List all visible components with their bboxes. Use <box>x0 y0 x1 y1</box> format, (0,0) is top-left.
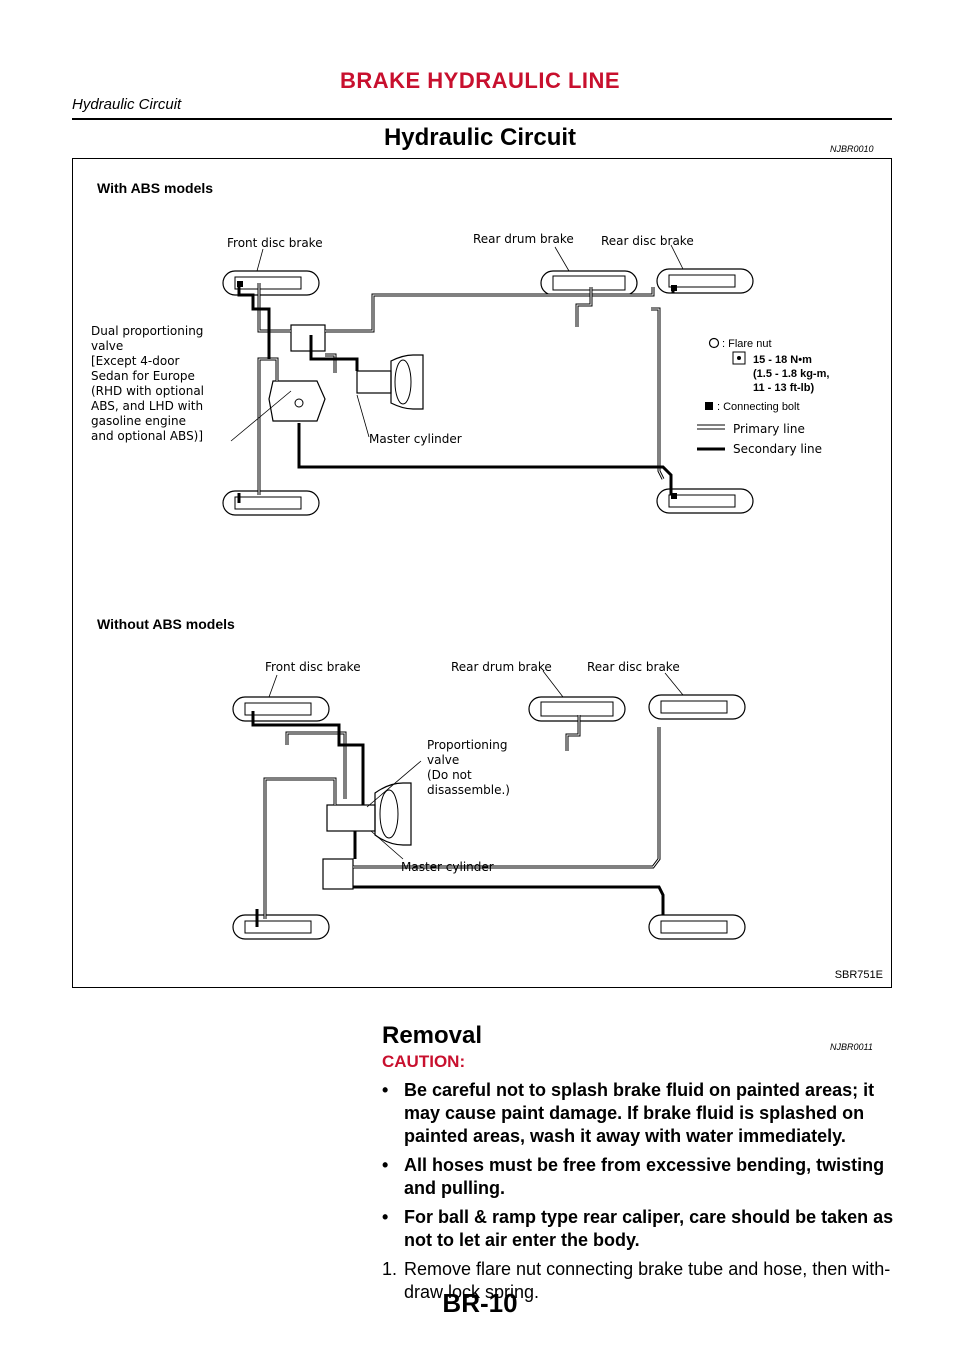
abs-front-right-caliper <box>222 490 320 516</box>
header-subtitle: Hydraulic Circuit <box>72 96 182 113</box>
caution-label: CAUTION: <box>382 1052 466 1071</box>
section-title-removal: Removal <box>382 1022 483 1049</box>
bullet-mark: • <box>382 1155 389 1175</box>
noabs-heading: Without ABS models <box>97 616 235 632</box>
removal-step: 1.Remove flare nut connecting brake tube… <box>382 1259 891 1302</box>
svg-text:disassemble.): disassemble.) <box>427 783 510 797</box>
header-title: BRAKE HYDRAULIC LINE <box>339 68 621 93</box>
section-code-removal: NJBR0011 <box>830 1042 873 1052</box>
noabs-rear-drum <box>528 696 626 722</box>
step-number: 1. <box>382 1259 398 1279</box>
noabs-front-left-caliper <box>232 696 330 722</box>
noabs-front-right-caliper <box>232 914 330 940</box>
svg-text:Dual proportioning: Dual proportioning <box>91 324 203 338</box>
abs-booster <box>390 354 424 410</box>
header-rule <box>72 118 892 120</box>
noabs-rear-disc-bottom <box>648 914 746 940</box>
noabs-valve-label: Proportioning valve (Do not disassemble.… <box>427 738 510 797</box>
legend-secondary-line: Secondary line <box>733 442 822 456</box>
abs-valve-label: Dual proportioning valve [Except 4-door … <box>91 324 204 443</box>
noabs-master-cylinder <box>326 804 376 832</box>
svg-text:(1.5 - 1.8 kg-m,: (1.5 - 1.8 kg-m, <box>753 368 829 380</box>
svg-text:[Except 4-door: [Except 4-door <box>91 354 180 368</box>
bullet-mark: • <box>382 1207 389 1227</box>
removal-body: CAUTION: •Be careful not to splash brake… <box>382 1050 894 1304</box>
svg-text:(RHD with optional: (RHD with optional <box>91 384 204 398</box>
abs-front-left-caliper <box>222 270 320 296</box>
noabs-rear-drum-label: Rear drum brake <box>451 660 552 674</box>
hydraulic-circuit-figure: With ABS models Front disc brake Rear dr… <box>72 158 892 988</box>
noabs-front-disc-label: Front disc brake <box>265 660 361 674</box>
section-title-hydraulic: Hydraulic Circuit <box>383 124 577 151</box>
svg-text:Proportioning: Proportioning <box>427 738 507 752</box>
abs-master-cylinder <box>356 370 392 394</box>
svg-text:gasoline engine: gasoline engine <box>91 414 186 428</box>
connecting-bolt-icon <box>705 402 713 410</box>
svg-text:11 - 13 ft-lb): 11 - 13 ft-lb) <box>753 382 814 394</box>
abs-rear-disc-bottom <box>656 488 754 514</box>
legend-flare-nut: : Flare nut <box>722 338 772 350</box>
noabs-proportioning-valve <box>322 858 354 890</box>
noabs-booster <box>374 782 412 846</box>
bullet-mark: • <box>382 1080 389 1100</box>
circuit-diagram: With ABS models Front disc brake Rear dr… <box>91 180 829 940</box>
abs-heading: With ABS models <box>97 180 213 196</box>
abs-rear-disc-label: Rear disc brake <box>601 234 694 248</box>
section-code-hydraulic: NJBR0010 <box>830 144 874 154</box>
page-number: BR-10 <box>442 1288 518 1318</box>
svg-text:Sedan for Europe: Sedan for Europe <box>91 369 195 383</box>
abs-rear-disc-top <box>656 268 754 294</box>
abs-actuator <box>268 380 326 422</box>
svg-text:(Do not: (Do not <box>427 768 472 782</box>
legend-connecting-bolt: : Connecting bolt <box>717 401 800 413</box>
abs-front-disc-label: Front disc brake <box>227 236 323 250</box>
legend-primary-line: Primary line <box>733 422 805 436</box>
svg-text:valve: valve <box>427 753 459 767</box>
svg-text:and optional ABS)]: and optional ABS)] <box>91 429 203 443</box>
caution-bullet: •All hoses must be free from excessive b… <box>382 1155 885 1198</box>
svg-text:valve: valve <box>91 339 123 353</box>
abs-rear-drum-label: Rear drum brake <box>473 232 574 246</box>
caution-bullet: •For ball & ramp type rear caliper, care… <box>382 1207 894 1250</box>
caution-bullet: •Be careful not to splash brake fluid on… <box>382 1080 875 1146</box>
abs-rear-drum <box>540 270 638 296</box>
abs-dual-proportioning-valve <box>290 324 326 352</box>
svg-text:15 - 18 N•m: 15 - 18 N•m <box>753 354 812 366</box>
abs-master-label: Master cylinder <box>369 432 462 446</box>
noabs-rear-disc-label: Rear disc brake <box>587 660 680 674</box>
legend-torque: 15 - 18 N•m (1.5 - 1.8 kg-m, 11 - 13 ft-… <box>753 354 829 394</box>
noabs-master-label: Master cylinder <box>401 860 494 874</box>
noabs-rear-disc-top <box>648 694 746 720</box>
figure-id: SBR751E <box>834 969 883 981</box>
svg-text:ABS, and LHD with: ABS, and LHD with <box>91 399 203 413</box>
